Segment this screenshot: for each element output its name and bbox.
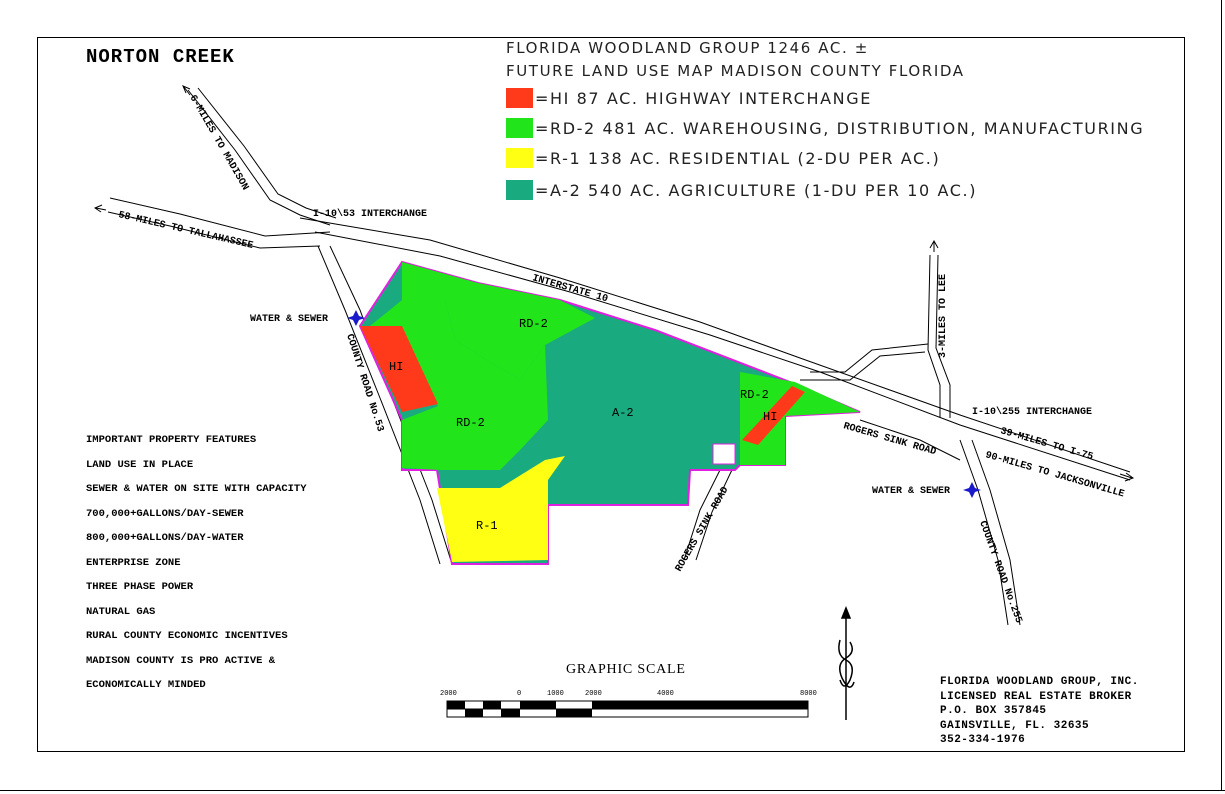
broker-line: 352-334-1976 (940, 734, 1026, 746)
zone-label-a2: A-2 (612, 406, 634, 420)
parcel-hi-west (360, 326, 438, 412)
scale-tick-label: 4000 (657, 690, 674, 698)
label-interchange-255: I-10\255 INTERCHANGE (972, 406, 1092, 418)
feature-item: 700,000+GALLONS/DAY-SEWER (86, 507, 244, 520)
label-water-sewer-east: WATER & SEWER (872, 486, 950, 497)
road-to-tallahassee (107, 211, 321, 249)
broker-line: GAINSVILLE, FL. 32635 (940, 719, 1090, 732)
parcel-rd2-west (370, 262, 548, 470)
zone-label-rd2-east: RD-2 (740, 388, 769, 402)
parcel-rd2-north (402, 262, 595, 380)
arrow-to-jacksonville-icon (1119, 472, 1135, 482)
feature-item: NATURAL GAS (86, 605, 156, 618)
rogers-sink-road-2 (859, 419, 961, 461)
label-water-sewer-west: WATER & SEWER (250, 314, 328, 325)
road-to-tallahassee-edge (109, 197, 331, 237)
feature-item: RURAL COUNTY ECONOMIC INCENTIVES (86, 630, 288, 642)
legend-item-r1: =R-1 138 AC. RESIDENTIAL (2-DU PER AC.) (506, 147, 940, 169)
feature-item: LAND USE IN PLACE (86, 458, 194, 471)
water-sewer-marker-east-icon (963, 482, 981, 498)
label-interchange-53: I-10\53 INTERCHANGE (313, 208, 427, 220)
scale-tick-labels: 2000 0 1000 2000 4000 8000 (440, 690, 817, 698)
road-to-madison-edge (197, 87, 337, 219)
i10-255-ramp (800, 351, 926, 381)
broker-line: LICENSED REAL ESTATE BROKER (940, 690, 1132, 703)
legend-swatch-hi (506, 88, 533, 108)
property-features: IMPORTANT PROPERTY FEATURES LAND USE IN … (86, 428, 307, 698)
scale-tick-label: 1000 (547, 690, 564, 698)
legend-heading-2: FUTURE LAND USE MAP MADISON COUNTY FLORI… (506, 62, 965, 80)
legend-label-rd2: =RD-2 481 AC. WAREHOUSING, DISTRIBUTION,… (535, 118, 1145, 138)
map-frame (37, 37, 1185, 752)
legend-heading-1: FLORIDA WOODLAND GROUP 1246 AC. ± (506, 39, 869, 57)
arrow-to-lee-icon (929, 239, 939, 252)
north-arrow-icon (838, 605, 855, 720)
label-to-madison: 6-MILES TO MADISON (187, 94, 251, 193)
legend-swatch-rd2 (506, 118, 533, 138)
lee-road (927, 254, 941, 418)
feature-item: IMPORTANT PROPERTY FEATURES (86, 434, 257, 446)
water-sewer-marker-west-icon (347, 310, 365, 326)
land-use-parcels (358, 260, 861, 565)
scale-checker-top (447, 701, 808, 709)
scale-checker-bottom (465, 709, 592, 717)
zone-label-rd2-west: RD-2 (456, 416, 485, 430)
page-edge-right (1221, 0, 1222, 790)
zone-label-hi-east: HI (763, 410, 777, 424)
map-title: NORTON CREEK (86, 46, 235, 68)
legend-swatch-r1 (506, 148, 533, 168)
legend-label-hi: =HI 87 AC. HIGHWAY INTERCHANGE (535, 88, 872, 108)
graphic-scale-title: GRAPHIC SCALE (566, 662, 686, 677)
broker-line: P.O. BOX 357845 (940, 705, 1047, 717)
feature-item: MADISON COUNTY IS PRO ACTIVE & (86, 654, 276, 667)
zone-label-hi-west: HI (389, 360, 403, 374)
broker-info: FLORIDA WOODLAND GROUP, INC. LICENSED RE… (940, 675, 1139, 748)
legend-item-rd2: =RD-2 481 AC. WAREHOUSING, DISTRIBUTION,… (506, 117, 1144, 139)
roads (107, 87, 1131, 626)
page-edge-bottom (0, 790, 1225, 791)
scale-tick-label: 2000 (440, 690, 457, 698)
zone-label-r1: R-1 (476, 519, 498, 533)
graphic-scale-bar: 2000 0 1000 2000 4000 8000 (440, 690, 817, 718)
feature-item: ECONOMICALLY MINDED (86, 679, 206, 691)
scale-tick-label: 8000 (800, 690, 817, 698)
legend-item-hi: =HI 87 AC. HIGHWAY INTERCHANGE (506, 87, 872, 109)
scale-tick-label: 0 (517, 690, 521, 698)
county-road-255-east (971, 439, 1021, 626)
label-rogers-sink-road-1: ROGERS SINK ROAD (842, 421, 937, 458)
parcel-hi-east (742, 386, 805, 445)
utility-markers (347, 310, 981, 498)
county-road-255-west (959, 439, 1009, 626)
parcel-excluded-square (712, 443, 736, 465)
arrow-to-madison-icon (182, 85, 191, 96)
arrow-to-tallahassee-icon (93, 204, 107, 213)
road-to-madison (187, 89, 331, 226)
scale-tick-label: 2000 (585, 690, 602, 698)
interstate-south-edge (314, 231, 1131, 481)
feature-item: 800,000+GALLONS/DAY-WATER (86, 532, 244, 544)
lee-road-edge (935, 254, 951, 418)
label-to-jacksonville: 90-MILES TO JACKSONVILLE (984, 450, 1125, 500)
feature-item: ENTERPRISE ZONE (86, 556, 181, 569)
i10-255-ramp-edge (810, 343, 929, 373)
label-to-lee: 3-MILES TO LEE (938, 274, 949, 358)
feature-item: THREE PHASE POWER (86, 581, 194, 593)
legend-item-a2: =A-2 540 AC. AGRICULTURE (1-DU PER 10 AC… (506, 179, 977, 201)
legend-label-r1: =R-1 138 AC. RESIDENTIAL (2-DU PER AC.) (535, 148, 941, 168)
zone-labels: HI RD-2 RD-2 A-2 R-1 RD-2 HI (389, 317, 777, 533)
parcel-r1 (437, 456, 565, 562)
label-county-road-255: COUNTY ROAD No.255 (976, 520, 1023, 625)
legend-swatch-a2 (506, 180, 533, 200)
direction-arrows (93, 85, 1135, 482)
label-to-tallahassee: 58-MILES TO TALLAHASSEE (117, 210, 254, 252)
zone-label-rd2-north: RD-2 (519, 317, 548, 331)
interstate-north-edge (299, 217, 1131, 473)
legend-label-a2: =A-2 540 AC. AGRICULTURE (1-DU PER 10 AC… (535, 180, 978, 200)
broker-line: FLORIDA WOODLAND GROUP, INC. (940, 676, 1139, 688)
county-road-53-west (317, 245, 441, 565)
feature-item: SEWER & WATER ON SITE WITH CAPACITY (86, 483, 307, 495)
parcel-rd2-east (740, 372, 860, 465)
